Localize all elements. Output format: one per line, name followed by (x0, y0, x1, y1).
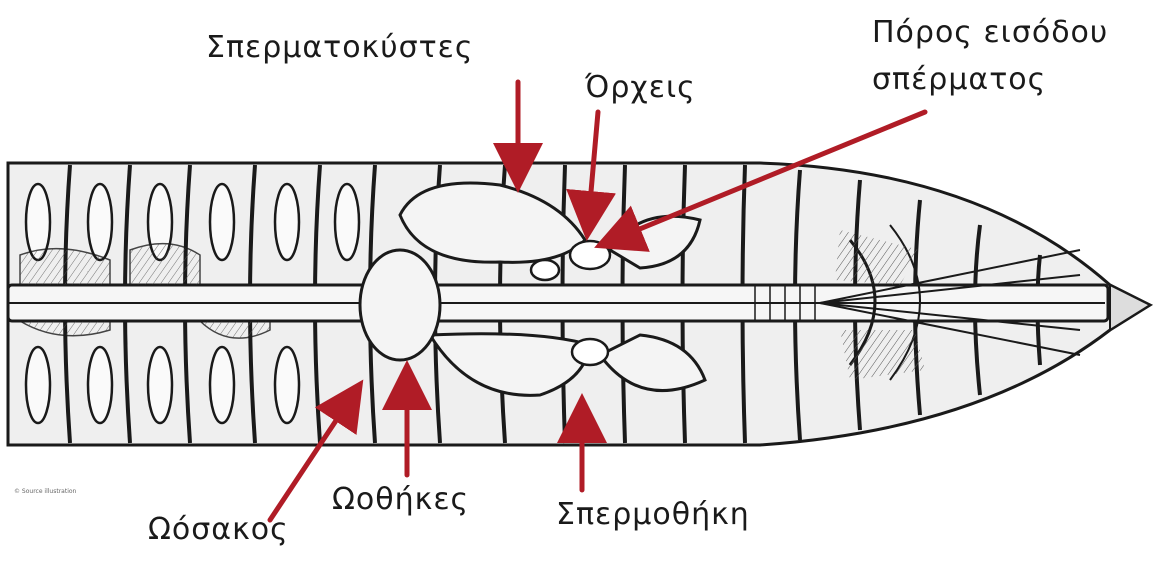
label-spermothiki: Σπερμοθήκη (556, 497, 750, 532)
image-credit: © Source illustration (14, 488, 76, 495)
label-poros-line1: Πόρος εισόδου (872, 15, 1108, 50)
label-oothikes: Ωοθήκες (332, 482, 469, 517)
body-tip (1110, 285, 1150, 330)
label-orxeis: Όρχεις (585, 70, 696, 105)
label-oosakos: Ωόσακος (148, 512, 289, 547)
label-spermatokystes: Σπερματοκύστες (206, 30, 474, 65)
label-poros-line2: σπέρματος (872, 62, 1046, 97)
